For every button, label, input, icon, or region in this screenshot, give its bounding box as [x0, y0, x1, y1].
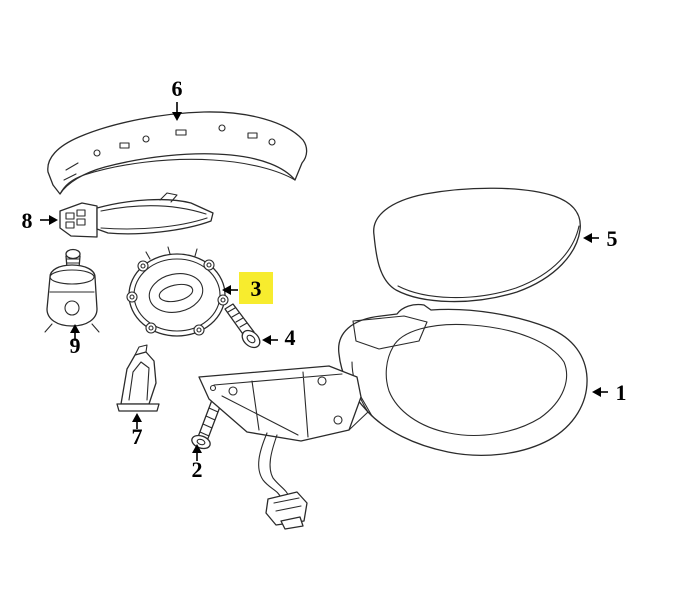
bracket-arm-holes [209, 376, 343, 425]
motor-shaft-hole [64, 300, 80, 316]
screw-ear-hole [129, 294, 135, 300]
bracket-hole [209, 384, 217, 392]
bolt-threads [199, 407, 219, 437]
callout-4-arrowhead [262, 335, 271, 345]
bracket-arm-ribs [213, 371, 373, 438]
callout-3-arrowhead [222, 285, 231, 295]
clip-hole [218, 124, 226, 132]
part-mirror-cover-cap [47, 111, 308, 195]
callout-7-label[interactable]: 7 [132, 424, 143, 449]
bracket-hole [333, 415, 343, 425]
callout-2: 2 [192, 444, 203, 482]
mounting-bracket-arm [198, 365, 362, 442]
screw-ear-hole [220, 297, 226, 303]
screw-head [241, 329, 261, 349]
bracket-hole [317, 376, 327, 386]
glass-outline [373, 187, 581, 303]
callout-5-arrowhead [583, 233, 592, 243]
callout-2-arrowhead [192, 444, 202, 453]
part-mirror-assembly [198, 303, 588, 530]
plate-inner-ring [148, 273, 204, 313]
cover-cap-outline [47, 111, 308, 195]
callout-4: 4 [262, 325, 296, 350]
glass-inner-edge [397, 225, 580, 299]
part-mirror-motor [44, 248, 100, 333]
callout-5-label[interactable]: 5 [607, 226, 618, 251]
callout-7: 7 [132, 413, 143, 449]
callout-1-arrowhead [592, 387, 601, 397]
callout-3-label[interactable]: 3 [251, 276, 262, 301]
bracket-outline [120, 351, 157, 405]
part-mirror-glass [373, 187, 581, 303]
callout-9-arrowhead [70, 324, 80, 333]
part-motor-mounting-plate [126, 246, 229, 337]
cover-cap-inner-edge [59, 129, 296, 195]
callout-3: 3 [222, 272, 273, 304]
callout-9-label[interactable]: 9 [70, 333, 81, 358]
callout-4-label[interactable]: 4 [285, 325, 296, 350]
part-turn-signal-lamp [59, 192, 214, 238]
screw-ear-hole [148, 325, 154, 331]
motor-body [46, 264, 98, 327]
turn-signal-details [65, 192, 208, 230]
callout-6-arrowhead [172, 112, 182, 121]
screw-ear-hole [196, 327, 202, 333]
callout-6: 6 [172, 76, 183, 121]
screw-ear-hole [206, 262, 212, 268]
callout-3-highlight [239, 272, 273, 304]
callout-9: 9 [70, 324, 81, 358]
motor-top-rim [49, 269, 95, 285]
bracket-details [128, 344, 150, 401]
callout-2-label[interactable]: 2 [192, 457, 203, 482]
clip-hole [268, 138, 276, 146]
motor-details [44, 258, 100, 333]
callout-5: 5 [583, 226, 618, 251]
callout-6-label[interactable]: 6 [172, 76, 183, 101]
clip-hole [93, 149, 101, 157]
part-support-bracket [116, 344, 160, 412]
callout-7-arrowhead [132, 413, 142, 422]
plate-hatch-marks [145, 246, 198, 260]
screw-head-center [246, 334, 256, 344]
plate-slot [158, 283, 194, 303]
plate-screw-ears [126, 259, 229, 336]
mirror-face-rim [385, 323, 568, 436]
connector-end-cap [280, 516, 304, 530]
bolt-head-center [196, 438, 206, 446]
bracket-hole [228, 386, 238, 396]
callout-8-label[interactable]: 8 [22, 208, 33, 233]
connector-pins [273, 497, 302, 512]
part-mounting-screw [224, 303, 261, 349]
callout-8-arrowhead [49, 215, 58, 225]
bracket-foot [116, 403, 160, 412]
screw-ear-hole [140, 263, 146, 269]
housing-top-cover [352, 315, 428, 350]
clip-hole [142, 135, 150, 143]
cover-cap-clip-holes [93, 124, 276, 157]
callout-1: 1 [592, 380, 627, 405]
callout-8: 8 [22, 208, 58, 233]
wiring-harness [258, 432, 290, 499]
motor-bolt-head [65, 248, 81, 260]
callout-1-label[interactable]: 1 [616, 380, 627, 405]
screw-threads [227, 307, 248, 328]
turn-signal-connector [59, 202, 98, 238]
housing-outline [338, 303, 588, 456]
part-lower-bolt [191, 399, 222, 450]
